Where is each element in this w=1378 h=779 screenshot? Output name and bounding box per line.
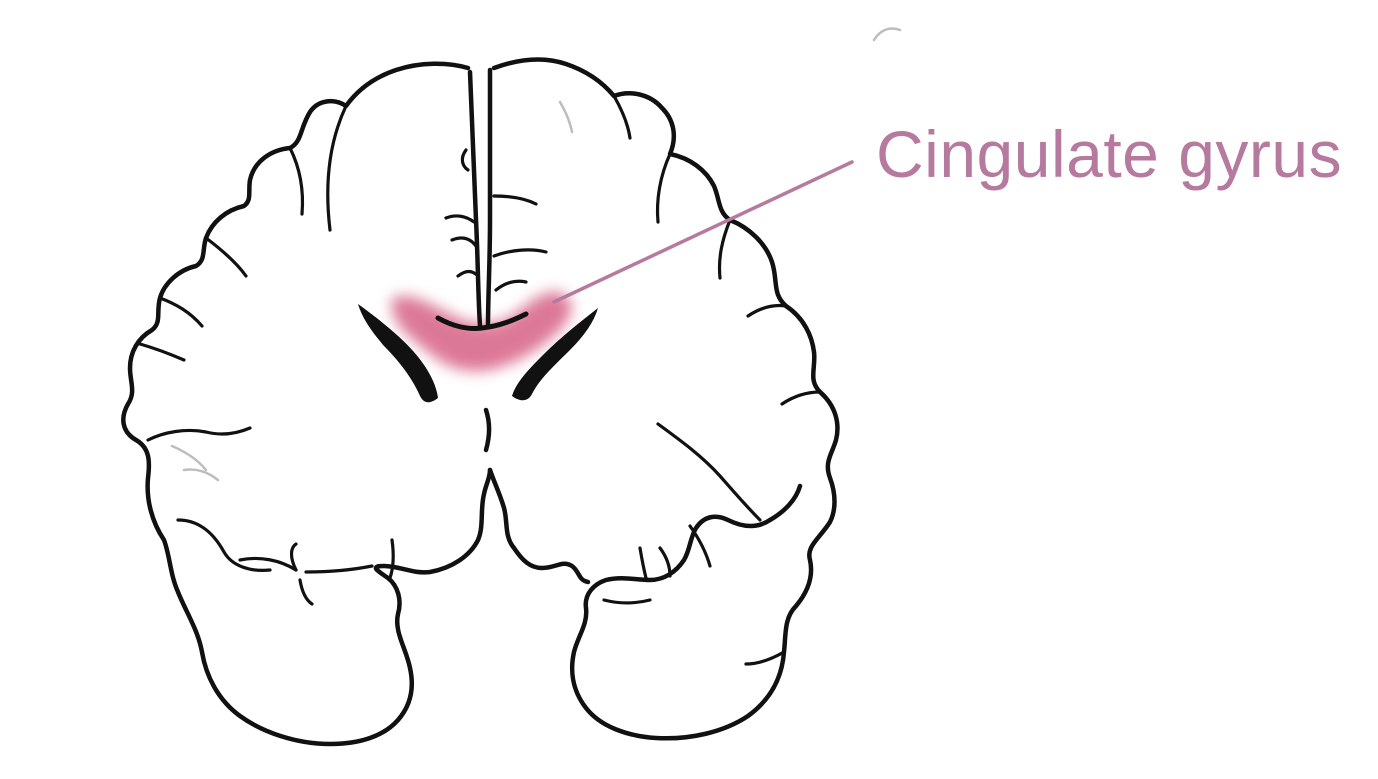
brain-outline xyxy=(121,57,840,747)
annotation-leader-line xyxy=(552,160,854,304)
sulci-lines xyxy=(138,94,822,666)
third-ventricle xyxy=(483,407,492,453)
sketch-marks xyxy=(170,27,902,482)
cingulate-gyrus-label: Cingulate gyrus xyxy=(876,117,1343,191)
longitudinal-fissure xyxy=(467,67,493,329)
lateral-ventricles xyxy=(358,304,598,403)
